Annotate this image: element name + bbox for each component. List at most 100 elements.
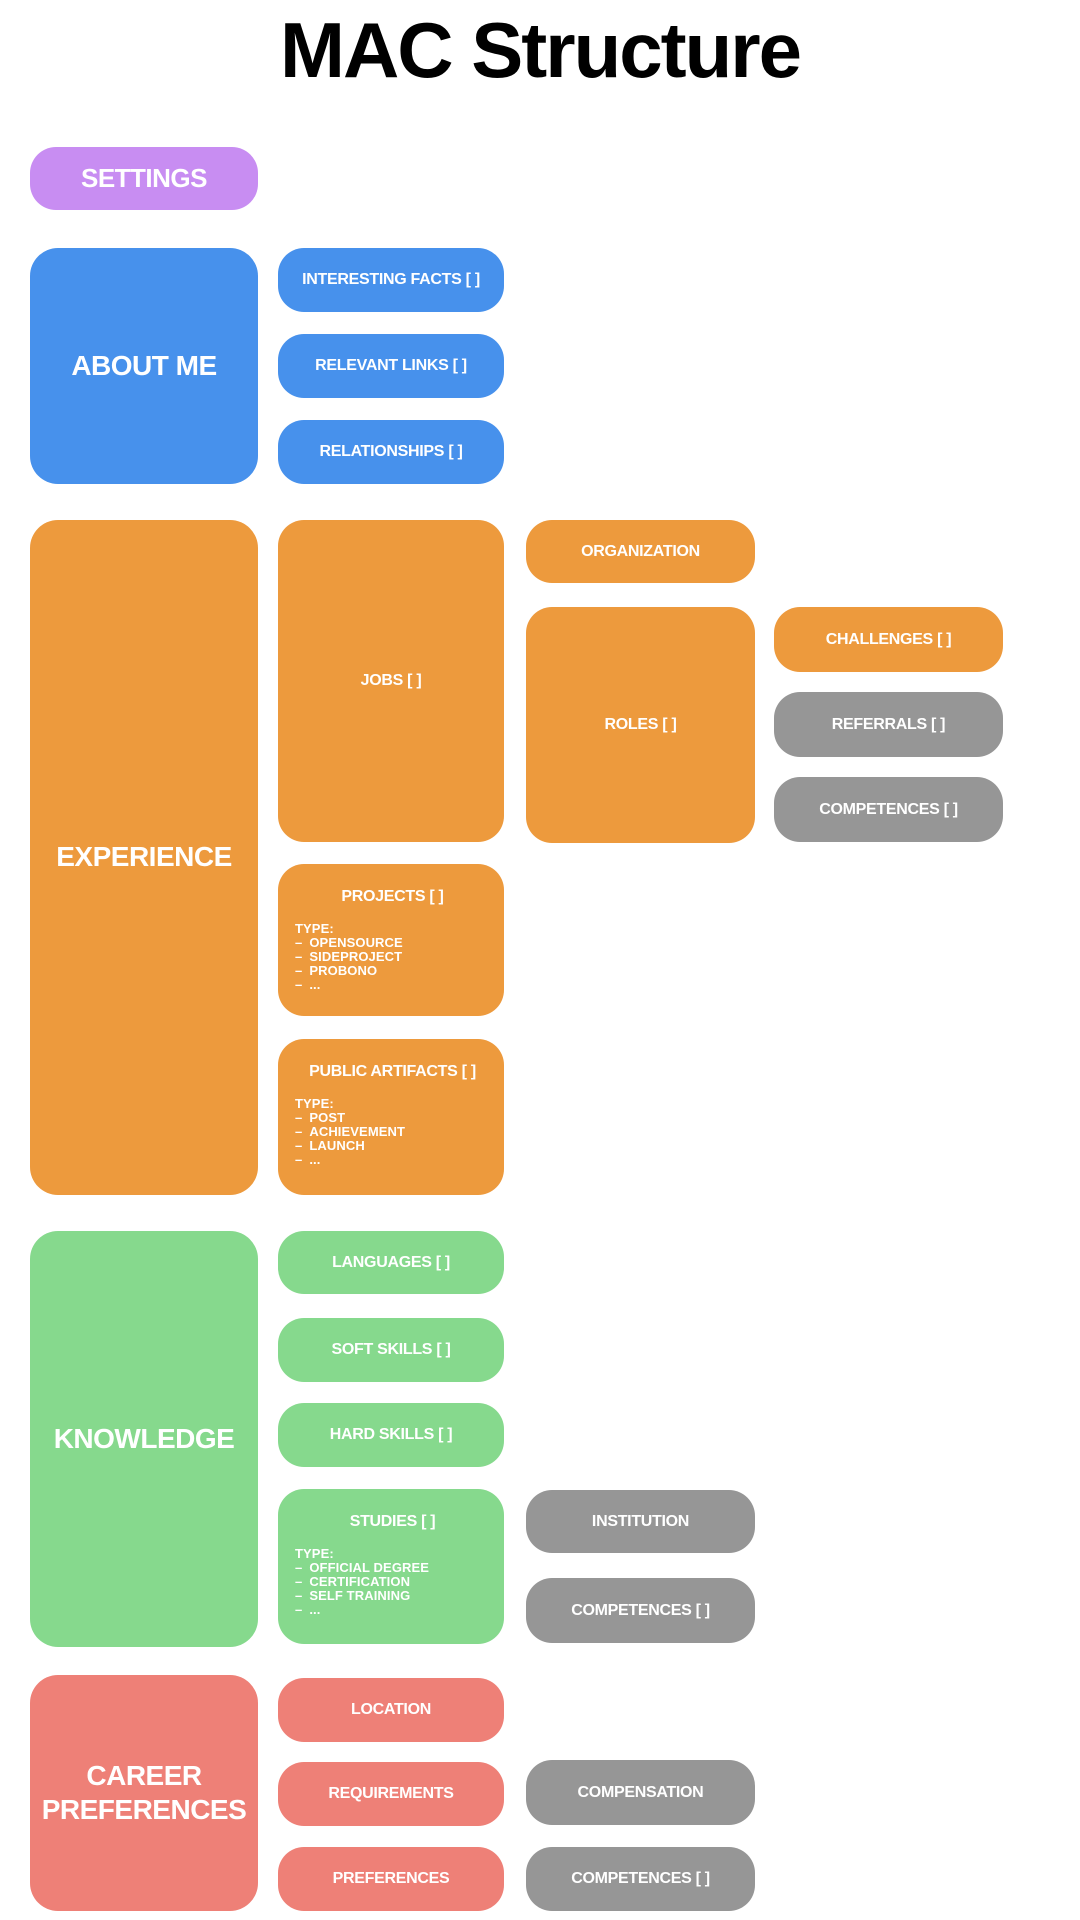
node-relevant-links-label: RELEVANT LINKS [ ] — [315, 357, 467, 375]
projects-type-block: TYPE: –OPENSOURCE –SIDEPROJECT –PROBONO … — [295, 922, 490, 992]
dash-glyph: – — [295, 1588, 303, 1603]
node-compensation-label: COMPENSATION — [577, 1783, 704, 1801]
studies-type-list: –OFFICIAL DEGREE –CERTIFICATION –SELF TR… — [295, 1561, 490, 1617]
node-referrals[interactable]: REFERRALS [ ] — [774, 692, 1003, 757]
node-preferences-label: PREFERENCES — [332, 1870, 450, 1888]
node-institution-label: INSTITUTION — [591, 1512, 690, 1530]
dash-glyph: – — [295, 935, 303, 950]
node-relationships-label: RELATIONSHIPS [ ] — [319, 443, 463, 461]
projects-type-list: –OPENSOURCE –SIDEPROJECT –PROBONO –... — [295, 936, 490, 992]
dash-glyph: – — [295, 1152, 303, 1167]
node-institution[interactable]: INSTITUTION — [526, 1490, 755, 1553]
node-hard-skills[interactable]: HARD SKILLS [ ] — [278, 1403, 504, 1467]
artifacts-type-heading: TYPE: — [295, 1096, 334, 1111]
node-location-label: LOCATION — [351, 1701, 431, 1719]
projects-type-heading: TYPE: — [295, 921, 334, 936]
list-item-text: OFFICIAL DEGREE — [309, 1560, 430, 1575]
dash-glyph: – — [295, 977, 303, 992]
list-item-text: ... — [309, 1152, 321, 1167]
node-organization-label: ORGANIZATION — [581, 542, 700, 560]
node-compensation[interactable]: COMPENSATION — [526, 1760, 755, 1825]
node-competences-roles-label: COMPETENCES [ ] — [819, 800, 958, 818]
list-item: –CERTIFICATION — [295, 1575, 490, 1589]
dash-glyph: – — [295, 1574, 303, 1589]
node-interesting-facts[interactable]: INTERESTING FACTS [ ] — [278, 248, 504, 312]
node-competences-career-label: COMPETENCES [ ] — [571, 1870, 710, 1888]
list-item-text: CERTIFICATION — [309, 1574, 411, 1589]
node-preferences[interactable]: PREFERENCES — [278, 1847, 504, 1911]
node-roles-label: ROLES [ ] — [604, 716, 677, 734]
node-projects-label: PROJECTS [ ] — [341, 888, 444, 905]
node-challenges-label: CHALLENGES [ ] — [825, 630, 952, 648]
dash-glyph: – — [295, 949, 303, 964]
node-organization[interactable]: ORGANIZATION — [526, 520, 755, 583]
dash-glyph: – — [295, 1138, 303, 1153]
node-relationships[interactable]: RELATIONSHIPS [ ] — [278, 420, 504, 484]
node-location[interactable]: LOCATION — [278, 1678, 504, 1742]
node-jobs[interactable]: JOBS [ ] — [278, 520, 504, 842]
node-competences-roles[interactable]: COMPETENCES [ ] — [774, 777, 1003, 842]
list-item: –SIDEPROJECT — [295, 950, 490, 964]
list-item: –OFFICIAL DEGREE — [295, 1561, 490, 1575]
list-item-text: SIDEPROJECT — [309, 949, 403, 964]
node-public-artifacts[interactable]: PUBLIC ARTIFACTS [ ] TYPE: –POST –ACHIEV… — [278, 1039, 504, 1195]
list-item-text: PROBONO — [309, 963, 378, 978]
list-item-text: ACHIEVEMENT — [309, 1124, 406, 1139]
node-settings-label: SETTINGS — [80, 163, 208, 193]
list-item: –OPENSOURCE — [295, 936, 490, 950]
node-projects[interactable]: PROJECTS [ ] TYPE: –OPENSOURCE –SIDEPROJ… — [278, 864, 504, 1016]
node-about-me[interactable]: ABOUT ME — [30, 248, 258, 484]
node-studies-label: STUDIES [ ] — [349, 1513, 436, 1530]
node-public-artifacts-label: PUBLIC ARTIFACTS [ ] — [309, 1063, 476, 1080]
artifacts-type-block: TYPE: –POST –ACHIEVEMENT –LAUNCH –... — [295, 1097, 490, 1167]
node-knowledge[interactable]: KNOWLEDGE — [30, 1231, 258, 1647]
list-item-text: ... — [309, 1602, 321, 1617]
list-item: –ACHIEVEMENT — [295, 1125, 490, 1139]
studies-type-block: TYPE: –OFFICIAL DEGREE –CERTIFICATION –S… — [295, 1547, 490, 1617]
list-item-text: SELF TRAINING — [309, 1588, 411, 1603]
list-item-text: LAUNCH — [309, 1138, 365, 1153]
node-roles[interactable]: ROLES [ ] — [526, 607, 755, 843]
page-title: MAC Structure — [279, 5, 802, 94]
node-requirements[interactable]: REQUIREMENTS — [278, 1762, 504, 1826]
dash-glyph: – — [295, 1602, 303, 1617]
node-competences-studies[interactable]: COMPETENCES [ ] — [526, 1578, 755, 1643]
node-studies[interactable]: STUDIES [ ] TYPE: –OFFICIAL DEGREE –CERT… — [278, 1489, 504, 1644]
node-languages-label: LANGUAGES [ ] — [332, 1253, 450, 1271]
node-experience-label: EXPERIENCE — [56, 841, 232, 873]
node-interesting-facts-label: INTERESTING FACTS [ ] — [302, 271, 480, 289]
node-settings[interactable]: SETTINGS — [30, 147, 258, 210]
list-item: –... — [295, 978, 490, 992]
node-career-preferences[interactable]: CAREER PREFERENCES — [30, 1675, 258, 1911]
list-item-text: OPENSOURCE — [309, 935, 403, 950]
node-relevant-links[interactable]: RELEVANT LINKS [ ] — [278, 334, 504, 398]
studies-type-heading: TYPE: — [295, 1546, 334, 1561]
list-item-text: ... — [309, 977, 321, 992]
list-item: –LAUNCH — [295, 1139, 490, 1153]
list-item: –... — [295, 1153, 490, 1167]
node-requirements-label: REQUIREMENTS — [328, 1785, 454, 1803]
node-challenges[interactable]: CHALLENGES [ ] — [774, 607, 1003, 672]
node-hard-skills-label: HARD SKILLS [ ] — [329, 1426, 453, 1444]
node-competences-career[interactable]: COMPETENCES [ ] — [526, 1847, 755, 1911]
node-about-me-label: ABOUT ME — [71, 349, 217, 381]
list-item-text: POST — [309, 1110, 346, 1125]
dash-glyph: – — [295, 963, 303, 978]
dash-glyph: – — [295, 1124, 303, 1139]
node-experience[interactable]: EXPERIENCE — [30, 520, 258, 1195]
dash-glyph: – — [295, 1560, 303, 1575]
node-competences-studies-label: COMPETENCES [ ] — [571, 1601, 710, 1619]
node-languages[interactable]: LANGUAGES [ ] — [278, 1231, 504, 1294]
list-item: –POST — [295, 1111, 490, 1125]
node-soft-skills-label: SOFT SKILLS [ ] — [331, 1341, 451, 1359]
list-item: –SELF TRAINING — [295, 1589, 490, 1603]
list-item: –PROBONO — [295, 964, 490, 978]
node-soft-skills[interactable]: SOFT SKILLS [ ] — [278, 1318, 504, 1382]
node-referrals-label: REFERRALS [ ] — [831, 715, 946, 733]
list-item: –... — [295, 1603, 490, 1617]
node-career-preferences-label: CAREER PREFERENCES — [41, 1759, 247, 1825]
artifacts-type-list: –POST –ACHIEVEMENT –LAUNCH –... — [295, 1111, 490, 1167]
node-knowledge-label: KNOWLEDGE — [53, 1422, 235, 1454]
node-jobs-label: JOBS [ ] — [360, 672, 422, 690]
